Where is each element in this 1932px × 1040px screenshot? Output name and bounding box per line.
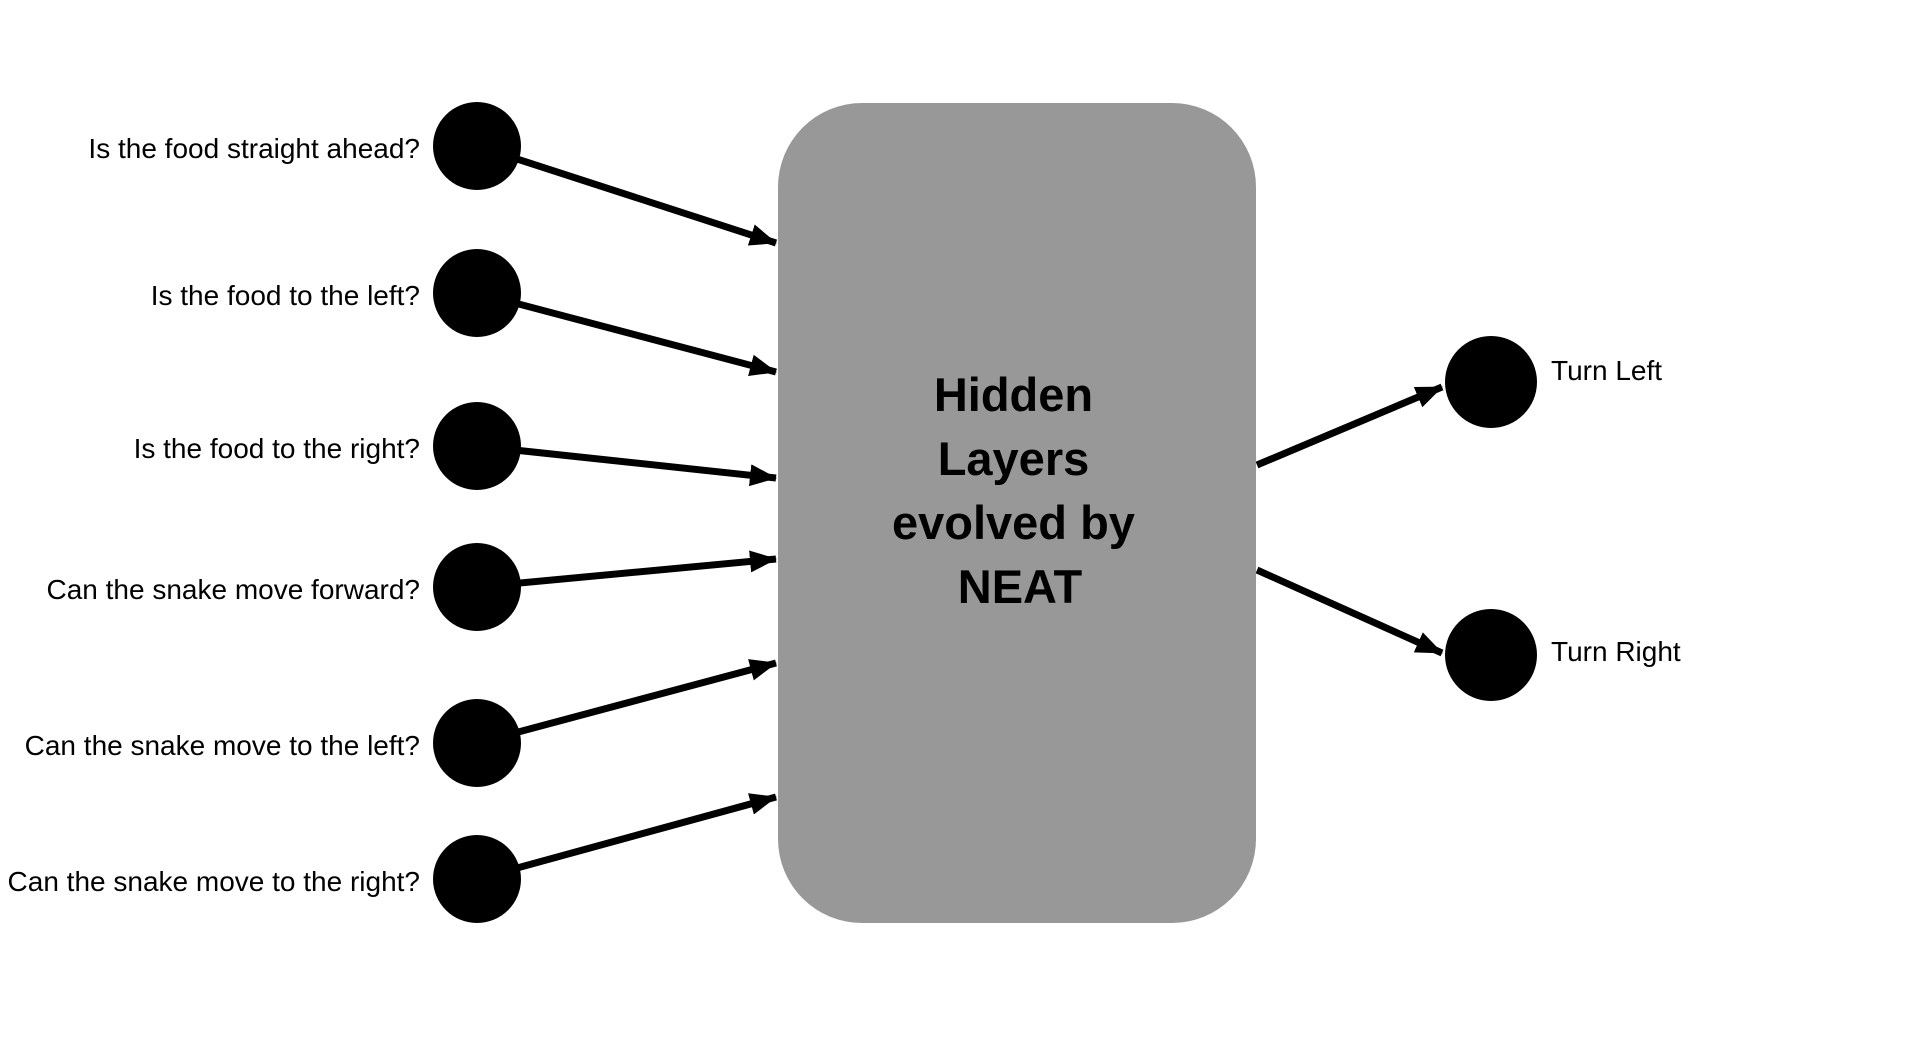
input-label-5: Can the snake move to the left? <box>25 730 420 761</box>
hidden-layers-title-line-1: Hidden <box>934 368 1093 421</box>
hidden-layers-box <box>778 103 1256 923</box>
input-node-3 <box>433 402 521 490</box>
hidden-layers-title: Hidden Layers evolved by NEAT <box>892 368 1148 613</box>
input-node-5 <box>433 699 521 787</box>
arrow-output-1 <box>1255 383 1444 469</box>
output-label-turn-left: Turn Left <box>1551 355 1662 386</box>
arrow-input-6 <box>476 793 777 883</box>
arrow-input-5 <box>476 659 777 747</box>
arrow-input-1 <box>475 142 778 247</box>
input-node-1 <box>433 102 521 190</box>
output-layer: Turn Left Turn Right <box>1445 336 1681 701</box>
output-label-turn-right: Turn Right <box>1551 636 1681 667</box>
input-label-6: Can the snake move to the right? <box>8 866 420 897</box>
input-connections <box>475 142 778 883</box>
input-node-4 <box>433 543 521 631</box>
input-label-4: Can the snake move forward? <box>46 574 420 605</box>
input-label-1: Is the food straight ahead? <box>88 133 420 164</box>
input-label-3: Is the food to the right? <box>134 433 420 464</box>
input-node-2 <box>433 249 521 337</box>
arrow-input-3 <box>476 442 777 487</box>
hidden-layers-title-line-2: Layers <box>938 432 1090 485</box>
output-node-turn-left <box>1445 336 1537 428</box>
output-connections <box>1255 383 1444 657</box>
arrow-input-4 <box>476 550 777 591</box>
input-layer: Is the food straight ahead? Is the food … <box>8 102 521 923</box>
arrow-output-2 <box>1255 566 1444 657</box>
arrow-input-2 <box>476 289 777 376</box>
input-node-6 <box>433 835 521 923</box>
hidden-layers-title-line-4: NEAT <box>958 560 1083 613</box>
input-label-2: Is the food to the left? <box>151 280 420 311</box>
hidden-layers-title-line-3: evolved by <box>892 496 1135 549</box>
output-node-turn-right <box>1445 609 1537 701</box>
